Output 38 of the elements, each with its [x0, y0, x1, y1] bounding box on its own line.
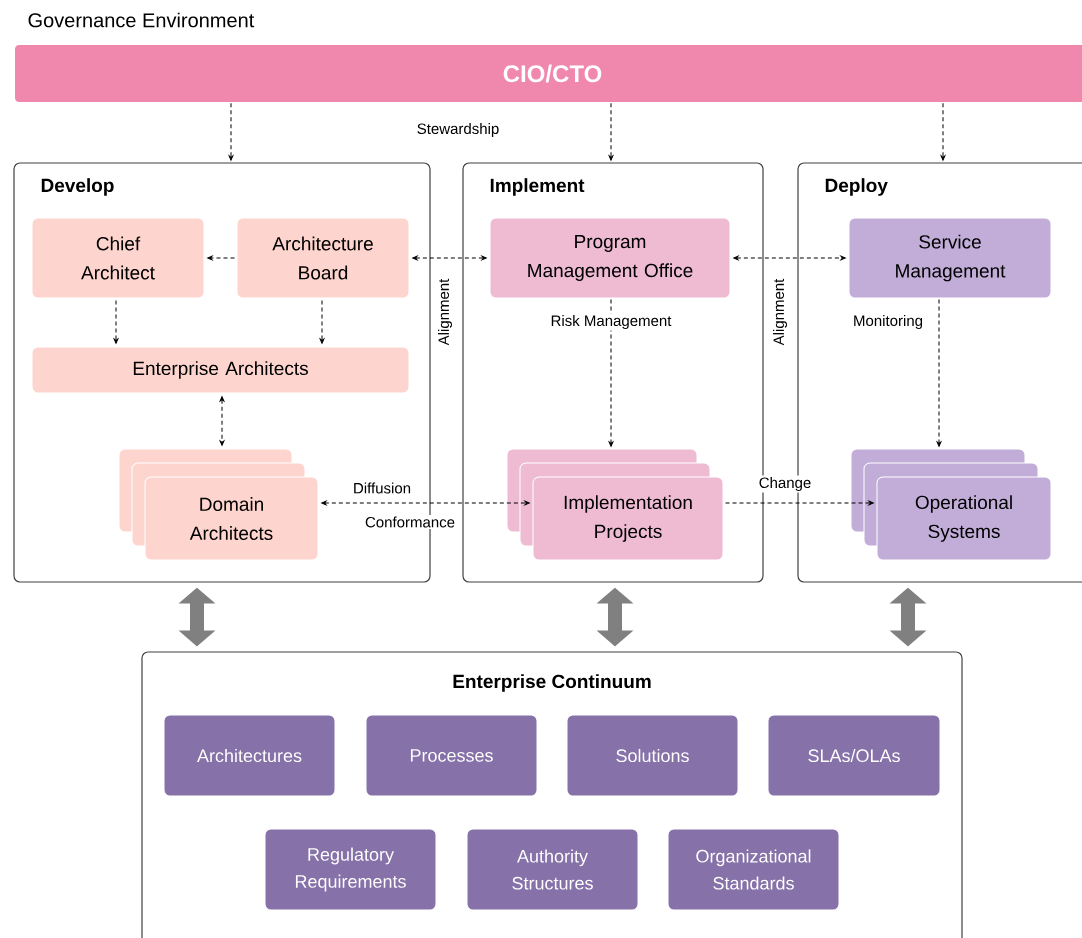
asset-box: SLAs/OLAs	[767, 714, 941, 797]
label: Conformance	[363, 515, 457, 529]
title: Governance Environment	[28, 12, 255, 28]
stacked-cards: Operational Systems	[850, 448, 1052, 561]
label: Stewardship	[415, 121, 501, 139]
arrow	[725, 500, 874, 506]
edge-label: Alignment	[771, 277, 789, 347]
arrow	[412, 255, 487, 261]
role-box: Chief Architect	[31, 217, 205, 299]
arrow	[207, 255, 235, 261]
edge-label: Change	[757, 475, 813, 493]
arrow	[608, 102, 614, 161]
edge-label: Diffusion	[351, 481, 413, 495]
arrow	[936, 299, 942, 447]
stacked-cards: Domain Architects	[118, 448, 319, 561]
edge-label: Alignment	[436, 277, 454, 347]
edge-label: Risk Management	[549, 313, 673, 331]
arrow	[940, 102, 946, 161]
arrow	[321, 500, 530, 506]
arrow	[228, 102, 234, 161]
role-banner: CIO/CTO	[15, 45, 1082, 102]
asset-box: Processes	[365, 714, 538, 797]
asset-box: Architectures	[163, 714, 336, 797]
arrow	[319, 300, 325, 344]
arrow	[608, 299, 614, 447]
asset-box: Regulatory Requirements	[264, 828, 437, 911]
edge-label: Monitoring	[851, 313, 925, 331]
arrow	[219, 396, 225, 446]
role-box: Program Management Office	[489, 217, 731, 299]
arrow	[733, 255, 846, 261]
arrow	[113, 300, 119, 344]
role-box: Enterprise Architects	[31, 346, 410, 394]
asset-box: Solutions	[566, 714, 739, 797]
role-box: Service Management	[848, 217, 1052, 299]
asset-box: Authority Structures	[466, 828, 639, 911]
stacked-cards: Implementation Projects	[506, 448, 724, 561]
role-box: Architecture Board	[236, 217, 410, 299]
asset-box: Organizational Standards	[667, 828, 840, 911]
